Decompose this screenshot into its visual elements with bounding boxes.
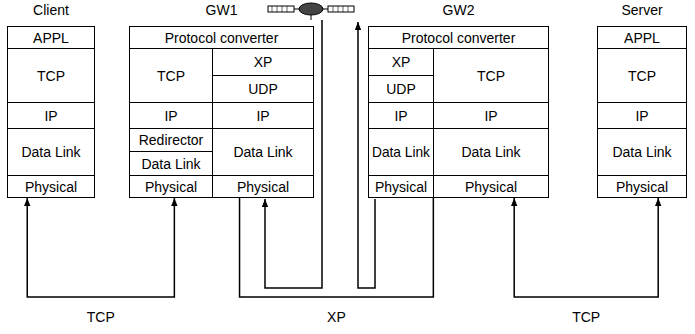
layer-box: XP	[368, 48, 434, 76]
stack-heading: GW2	[368, 2, 549, 18]
protocol-stack: ServerAPPLTCPIPData LinkPhysical	[597, 26, 687, 198]
layer-label: Data Link	[612, 144, 671, 160]
layer-label: Redirector	[139, 132, 204, 148]
layer-label: Data Link	[372, 145, 430, 160]
layer-label: TCP	[628, 68, 656, 84]
layer-box: Data Link	[129, 151, 213, 176]
layer-label: IP	[394, 108, 407, 124]
layer-label: UDP	[386, 81, 416, 97]
layer-box: Physical	[433, 175, 549, 198]
layer-label: APPL	[624, 30, 660, 46]
layer-box: Protocol converter	[129, 26, 314, 49]
satellite-icon	[268, 3, 354, 20]
protocol-stack: GW2Protocol converterXPTCPUDPIPIPData Li…	[368, 26, 549, 198]
layer-label: Data Link	[141, 156, 200, 172]
layer-label: Data Link	[461, 144, 520, 160]
layer-label: TCP	[37, 68, 65, 84]
layer-label: TCP	[477, 68, 505, 84]
layer-box: UDP	[212, 75, 314, 103]
layer-box: Protocol converter	[368, 26, 549, 49]
layer-box: Physical	[597, 175, 687, 198]
layer-box: Data Link	[433, 128, 549, 176]
layer-label: IP	[164, 108, 177, 124]
link-label: XP	[324, 309, 349, 325]
layer-box: Data Link	[597, 128, 687, 176]
link-connector	[240, 198, 434, 297]
layer-box: Physical	[368, 175, 434, 198]
layer-box: UDP	[368, 75, 434, 103]
link-label: TCP	[84, 309, 118, 325]
layer-label: Protocol converter	[165, 30, 279, 46]
layer-box: APPL	[597, 26, 687, 49]
link-label: TCP	[569, 309, 603, 325]
stack-heading: GW1	[129, 2, 314, 18]
layer-label: Physical	[237, 179, 289, 195]
layer-box: IP	[129, 102, 213, 129]
layer-box: Redirector	[129, 128, 213, 152]
layer-label: IP	[635, 108, 648, 124]
protocol-stack: ClientAPPLTCPIPData LinkPhysical	[7, 26, 95, 198]
layer-box: TCP	[597, 48, 687, 103]
stack-heading: Server	[597, 2, 687, 18]
layer-label: XP	[392, 54, 411, 70]
layer-label: Physical	[616, 179, 668, 195]
layer-label: IP	[484, 108, 497, 124]
layer-label: Physical	[465, 179, 517, 195]
layer-label: APPL	[33, 30, 69, 46]
layer-label: IP	[256, 108, 269, 124]
layer-label: Data Link	[233, 144, 292, 160]
layer-label: Physical	[145, 179, 197, 195]
layer-label: Protocol converter	[402, 30, 516, 46]
layer-box: IP	[597, 102, 687, 129]
protocol-stack: GW1Protocol converterTCPXPUDPIPIPRedirec…	[129, 26, 314, 198]
layer-label: UDP	[248, 81, 278, 97]
layer-box: APPL	[7, 26, 95, 49]
layer-box: Physical	[7, 175, 95, 198]
layer-label: XP	[254, 54, 273, 70]
layer-label: Data Link	[21, 144, 80, 160]
layer-box: Physical	[129, 175, 213, 198]
layer-label: IP	[44, 108, 57, 124]
layer-box: IP	[433, 102, 549, 129]
layer-box: Data Link	[7, 128, 95, 176]
layer-box: Data Link	[212, 128, 314, 176]
layer-box: Data Link	[368, 128, 434, 176]
layer-label: TCP	[157, 68, 185, 84]
layer-label: Physical	[375, 179, 427, 195]
link-connector	[514, 198, 658, 297]
link-connector	[27, 198, 174, 297]
layer-label: Physical	[25, 179, 77, 195]
layer-box: IP	[368, 102, 434, 129]
layer-box: IP	[212, 102, 314, 129]
layer-box: Physical	[212, 175, 314, 198]
layer-box: TCP	[129, 48, 213, 103]
stack-heading: Client	[7, 2, 95, 18]
layer-box: XP	[212, 48, 314, 76]
layer-box: TCP	[433, 48, 549, 103]
layer-box: TCP	[7, 48, 95, 103]
layer-box: IP	[7, 102, 95, 129]
